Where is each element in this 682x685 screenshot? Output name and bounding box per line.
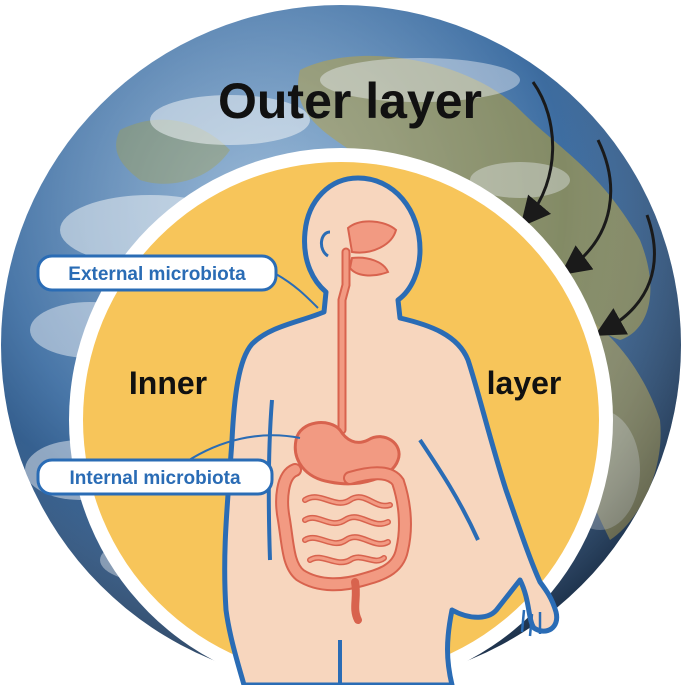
external-microbiota-label: External microbiota <box>68 264 246 285</box>
outer-layer-title: Outer layer <box>218 73 482 129</box>
inner-label-right: layer <box>487 365 562 401</box>
inner-label-left: Inner <box>129 365 207 401</box>
internal-microbiota-label: Internal microbiota <box>69 468 240 489</box>
